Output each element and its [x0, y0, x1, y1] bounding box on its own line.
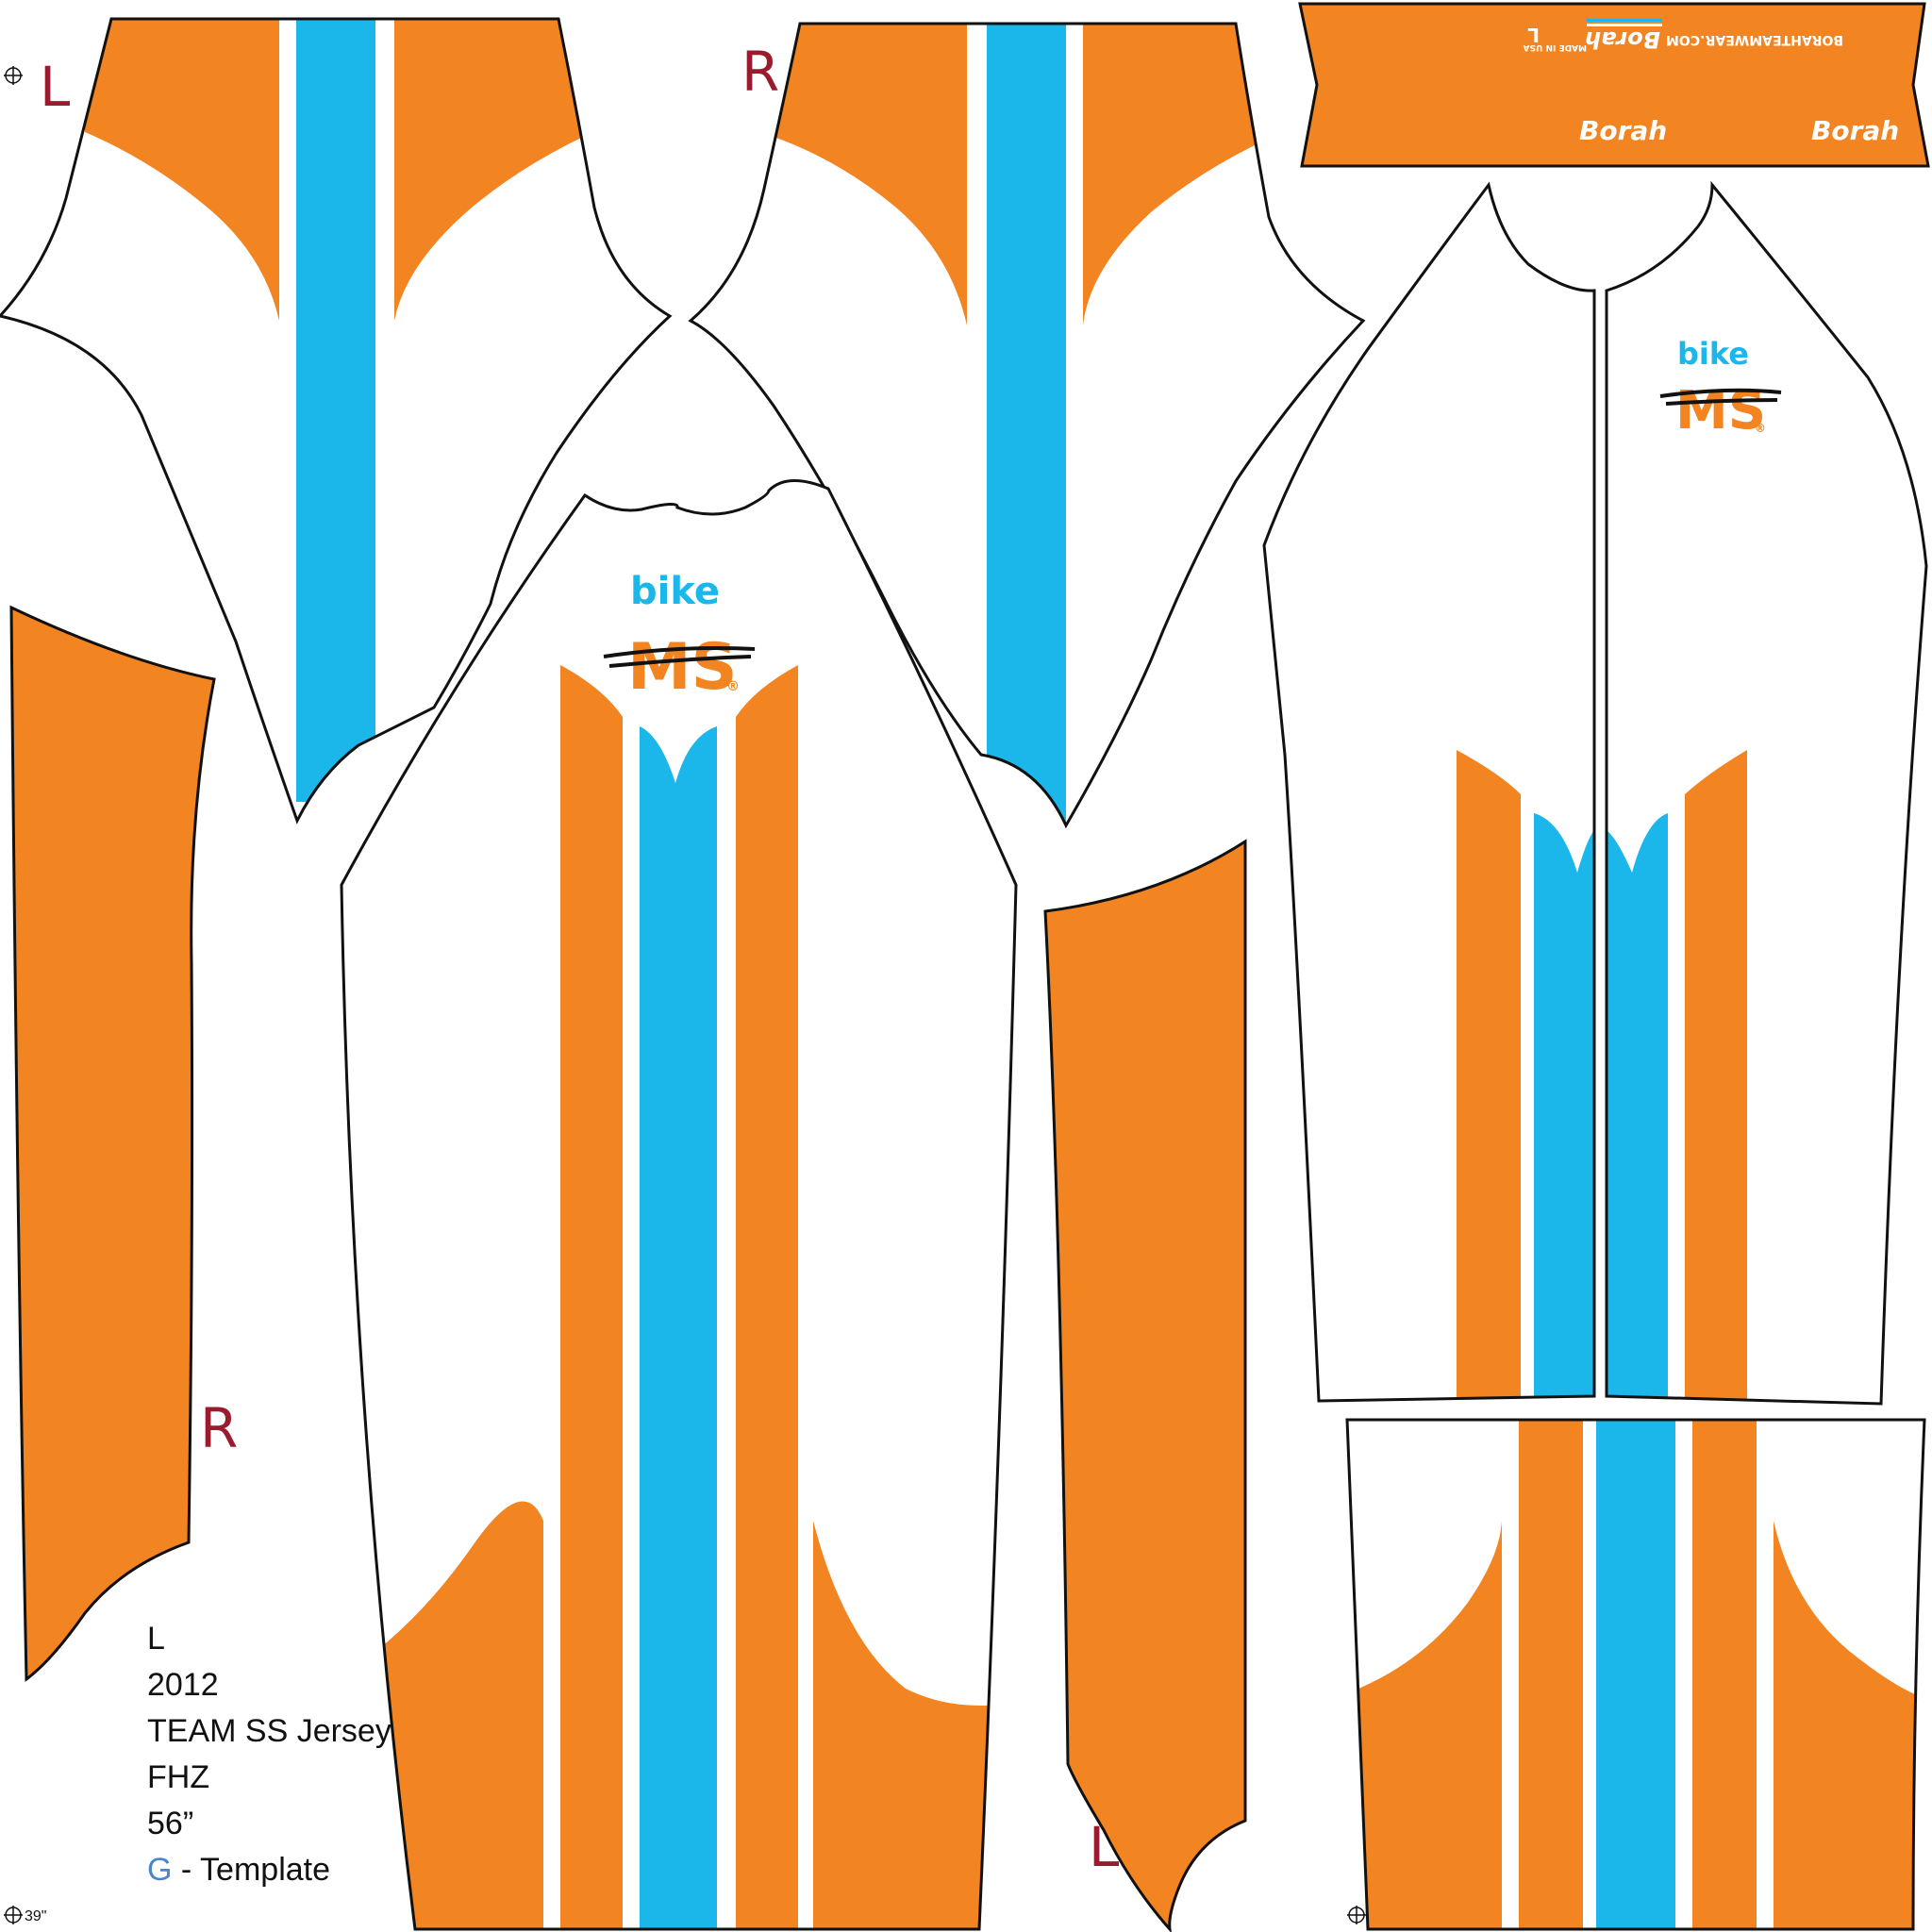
left-sleeve-orange-right — [394, 19, 604, 321]
left-side-panel-label: R — [200, 1396, 238, 1460]
collar-band — [1298, 2, 1930, 168]
tag-brand: Borah — [1585, 26, 1660, 53]
right-side-panel-label: L — [1089, 1815, 1119, 1879]
front-blue-stripe-left — [1534, 813, 1594, 1401]
collar-brand-left: Borah — [1579, 115, 1667, 146]
size-tag: Borah MADE IN USA L — [1524, 19, 1662, 53]
info-template-letter: G — [147, 1852, 172, 1888]
info-year: 2012 — [147, 1667, 219, 1703]
lower-orange-stripe-left — [1519, 1420, 1583, 1929]
left-sleeve-piece: L — [0, 17, 673, 824]
back-orange-stripe-left — [560, 665, 623, 1929]
left-side-panel: R — [9, 605, 238, 1682]
back-logo-registered: ® — [726, 679, 740, 694]
lower-blue-stripe — [1596, 1420, 1675, 1929]
collar-piece: Borah Borah BORAHTEAMWEAR.COM Borah MADE… — [1298, 2, 1930, 168]
registration-mark-icon — [4, 66, 23, 85]
info-size: L — [147, 1621, 165, 1657]
back-logo-ms: MS — [627, 630, 738, 705]
front-logo-bike: bike — [1677, 336, 1749, 372]
back-blue-stripe — [640, 726, 717, 1929]
back-panel-piece: bike MS ® — [340, 479, 1018, 1931]
info-template-line: G - Template — [147, 1852, 330, 1888]
front-logo: bike MS ® — [1659, 336, 1782, 441]
front-lower-panel — [1345, 1418, 1926, 1931]
right-sleeve-orange-right — [1083, 24, 1283, 325]
front-blue-stripe-right — [1607, 813, 1668, 1401]
info-code: FHZ — [147, 1759, 209, 1795]
info-product: TEAM SS Jersey — [147, 1713, 391, 1749]
tag-text: MADE IN USA — [1524, 42, 1587, 52]
right-sleeve-label: R — [741, 40, 779, 104]
tag-size: L — [1527, 24, 1540, 46]
front-orange-stripe-left — [1457, 750, 1521, 1401]
registration-mark-icon — [4, 1906, 23, 1924]
lower-orange-stripe-right — [1692, 1420, 1757, 1929]
info-block: L 2012 TEAM SS Jersey FHZ 56” G - Templa… — [147, 1621, 391, 1888]
info-length: 56” — [147, 1806, 193, 1841]
front-logo-registered: ® — [1755, 422, 1766, 435]
left-sleeve-blue-stripe — [296, 19, 375, 802]
back-orange-hip-right — [813, 1521, 1016, 1929]
info-template-suffix: - Template — [172, 1852, 330, 1888]
left-sleeve-label: L — [40, 55, 70, 119]
right-sleeve-blue-stripe — [987, 24, 1066, 825]
collar-brand-right: Borah — [1811, 115, 1899, 146]
front-orange-stripe-right — [1685, 750, 1747, 1401]
registration-mark-icon — [1347, 1906, 1366, 1924]
front-logo-strike-mark — [1659, 388, 1782, 406]
left-sleeve-orange-left — [85, 19, 279, 321]
right-sleeve-piece: R — [688, 22, 1366, 829]
lower-orange-hip-left — [1358, 1521, 1502, 1929]
collar-website: BORAHTEAMWEAR.COM — [1666, 32, 1843, 47]
back-orange-stripe-right — [736, 665, 798, 1929]
right-sleeve-orange-left — [774, 24, 967, 325]
back-logo-strike-mark — [603, 646, 756, 668]
back-logo: bike MS ® — [603, 570, 756, 705]
lower-orange-hip-right — [1774, 1521, 1924, 1929]
corner-dimension-mark: 39" — [25, 1908, 46, 1924]
back-logo-bike: bike — [630, 570, 720, 613]
right-side-panel: L — [1043, 839, 1247, 1932]
front-panel-piece: bike MS ® — [1262, 180, 1928, 1406]
